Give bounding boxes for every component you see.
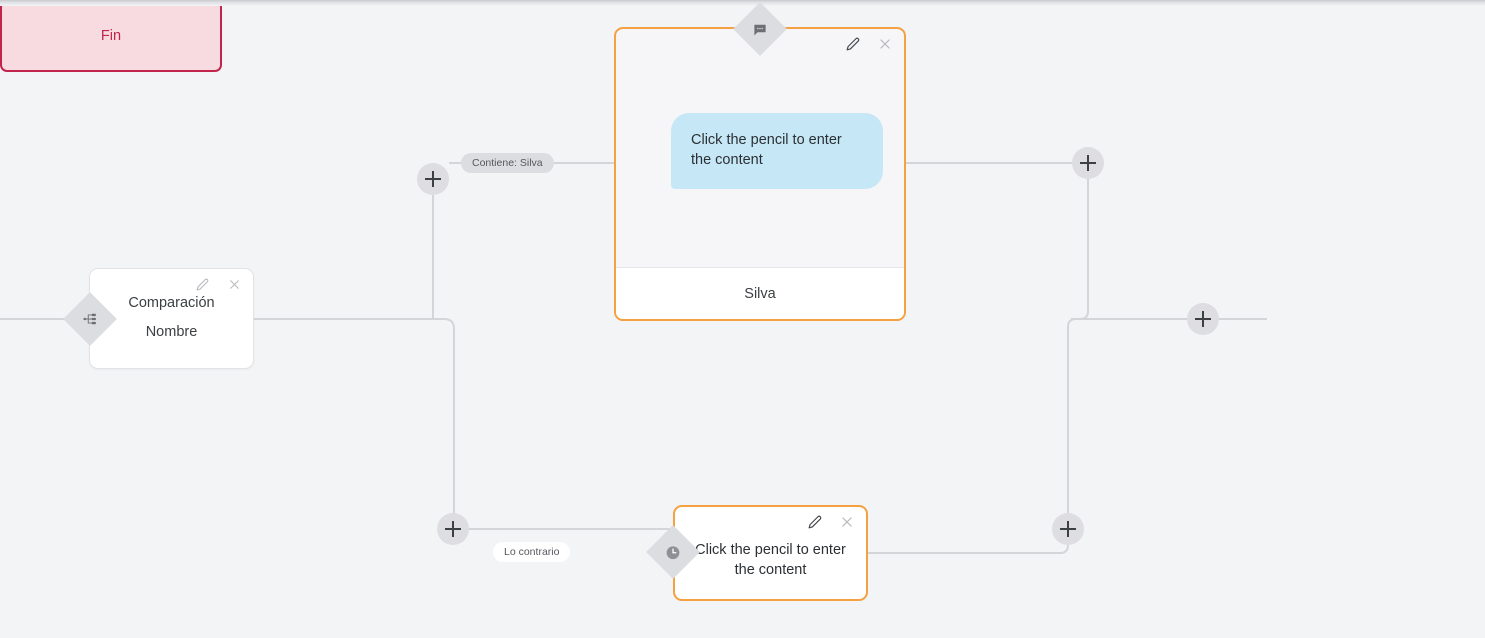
- node-comparison[interactable]: Comparación Nombre: [89, 268, 254, 369]
- edge-label-contiene[interactable]: Contiene: Silva: [461, 153, 554, 173]
- node-message-top[interactable]: Click the pencil to enter the content Si…: [614, 27, 906, 321]
- edge-message-bottom-out: [868, 544, 1069, 554]
- message-bottom-text[interactable]: Click the pencil to enter the content: [695, 541, 846, 578]
- pencil-icon[interactable]: [844, 35, 862, 53]
- node-message-bottom[interactable]: Click the pencil to enter the content: [673, 505, 868, 601]
- comparison-title: Comparación: [128, 295, 215, 312]
- comparison-subtitle: Nombre: [145, 324, 198, 340]
- edge-merge-top: [1071, 179, 1089, 320]
- message-bottom-actions[interactable]: [806, 513, 856, 531]
- add-node-branch-true[interactable]: [417, 163, 449, 195]
- node-end[interactable]: Fin: [0, 0, 222, 72]
- comparison-node-actions[interactable]: [193, 275, 243, 293]
- close-icon[interactable]: [225, 275, 243, 293]
- comparison-handle[interactable]: [63, 292, 117, 346]
- message-top-actions[interactable]: [844, 35, 894, 53]
- end-node-label: Fin: [100, 28, 122, 44]
- edge-label-lo-contrario[interactable]: Lo contrario: [493, 542, 571, 562]
- add-node-branch-false[interactable]: [437, 513, 469, 545]
- close-icon[interactable]: [838, 513, 856, 531]
- sitemap-icon: [83, 312, 97, 326]
- clock-icon: [665, 544, 682, 561]
- chat-bubble-icon: [753, 22, 768, 37]
- message-top-handle[interactable]: [733, 2, 787, 56]
- edge-comparison-to-false: [254, 318, 455, 515]
- toolbar-edge-strip: [0, 0, 1485, 6]
- pencil-icon[interactable]: [193, 275, 211, 293]
- add-node-before-end[interactable]: [1187, 303, 1219, 335]
- message-top-footer: Silva: [616, 267, 904, 319]
- close-icon[interactable]: [876, 35, 894, 53]
- message-bubble[interactable]: Click the pencil to enter the content: [671, 113, 883, 189]
- message-bottom-handle[interactable]: [646, 525, 700, 579]
- edge-merge-bottom: [1067, 318, 1187, 513]
- pencil-icon[interactable]: [806, 513, 824, 531]
- add-node-after-message-top[interactable]: [1072, 147, 1104, 179]
- add-node-after-message-bottom[interactable]: [1052, 513, 1084, 545]
